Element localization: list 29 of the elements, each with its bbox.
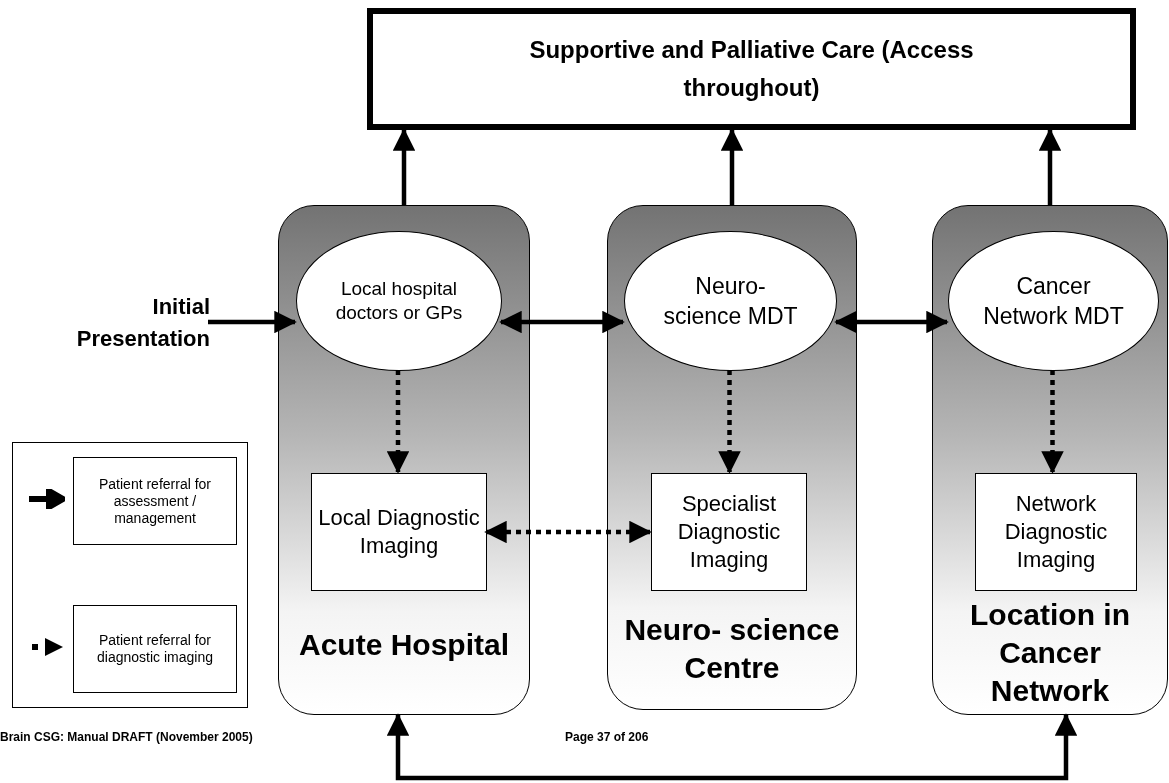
arrow [1038, 128, 1062, 205]
location-panel [278, 205, 530, 715]
arrow [484, 520, 652, 544]
footer-note: Brain CSG: Manual DRAFT (November 2005) [0, 729, 253, 746]
arrow [834, 310, 949, 334]
imaging-box: Network Diagnostic Imaging [975, 473, 1137, 591]
arrow [208, 310, 297, 334]
legend-text: Patient referral for diagnostic imaging [73, 605, 237, 693]
location-panel [607, 205, 857, 710]
arrow [1041, 370, 1064, 474]
arrow [392, 128, 416, 205]
arrow [720, 128, 744, 205]
location-panel [932, 205, 1168, 715]
page-number: Page 37 of 206 [565, 729, 649, 746]
arrow [718, 370, 741, 474]
location-title: Location in Cancer Network [969, 597, 1131, 709]
team-ellipse: Local hospital doctors or GPs [296, 231, 502, 371]
team-ellipse: Cancer Network MDT [948, 231, 1159, 371]
arrow [386, 370, 410, 474]
location-title: Neuro- science Centre [623, 612, 841, 686]
arrow [499, 310, 625, 334]
team-ellipse: Neuro- science MDT [624, 231, 837, 371]
start-label: Initial Presentation [60, 288, 210, 358]
imaging-box: Local Diagnostic Imaging [311, 473, 487, 591]
imaging-box: Specialist Diagnostic Imaging [651, 473, 807, 591]
care-box: Supportive and Palliative Care (Access throughout) [367, 8, 1136, 130]
legend-text: Patient referral for assessment / management [73, 457, 237, 545]
location-title: Acute Hospital [298, 627, 510, 663]
arrow [386, 713, 1078, 781]
